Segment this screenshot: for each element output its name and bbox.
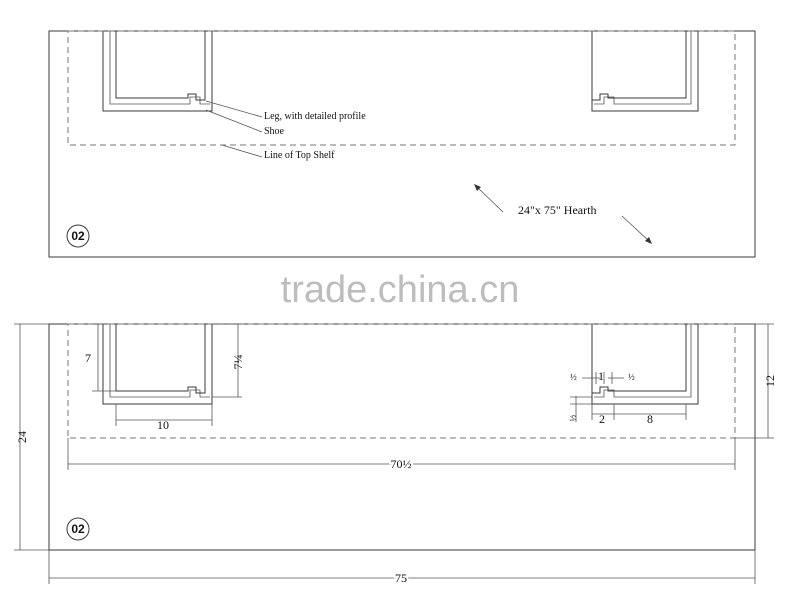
dim-shelf-length: 70½ bbox=[391, 457, 412, 471]
dim-detail-two: 2 bbox=[599, 412, 605, 426]
left-leg-dim bbox=[102, 324, 213, 405]
top-shelf-line bbox=[67, 30, 736, 146]
hearth-outline-dim bbox=[48, 323, 756, 551]
leg-callout: Leg, with detailed profile bbox=[264, 111, 366, 122]
left-leg bbox=[102, 31, 213, 112]
dim-hearth-length: 75 bbox=[395, 571, 407, 585]
top-shelf-line-dim bbox=[67, 323, 736, 439]
dim-leg-width: 10 bbox=[157, 418, 169, 432]
dim-detail-half-top-left: ½ bbox=[570, 372, 577, 382]
dim-leg-depth: 7 bbox=[85, 351, 91, 365]
dim-shelf-depth: 12 bbox=[763, 375, 777, 387]
view-tag-circle-dim bbox=[66, 517, 90, 541]
dim-hearth-depth: 24 bbox=[15, 431, 29, 443]
dim-leg-depth-outer: 7¼ bbox=[231, 355, 245, 370]
view-tag-dim: 02 bbox=[71, 522, 85, 536]
dim-detail-one: 1 bbox=[598, 369, 604, 383]
plan-view: Leg, with detailed profile Shoe Line of … bbox=[48, 30, 756, 258]
dimension-view: 7 7¼ 10 ½ 1 ½ ½ 2 8 12 bbox=[14, 323, 777, 587]
dim-detail-half-top-right: ½ bbox=[628, 372, 635, 382]
hearth-callout: 24"x 75" Hearth bbox=[518, 203, 596, 217]
top-shelf-callout: Line of Top Shelf bbox=[264, 150, 335, 161]
right-leg-dim bbox=[591, 324, 699, 405]
shoe-callout: Shoe bbox=[264, 126, 285, 137]
dim-detail-half-side: ½ bbox=[568, 414, 578, 421]
dim-detail-eight: 8 bbox=[647, 412, 653, 426]
view-tag-circle bbox=[66, 224, 90, 248]
watermark: trade.china.cn bbox=[281, 269, 520, 311]
right-leg bbox=[591, 31, 699, 112]
view-tag: 02 bbox=[71, 229, 85, 243]
hearth-outline bbox=[48, 30, 756, 258]
